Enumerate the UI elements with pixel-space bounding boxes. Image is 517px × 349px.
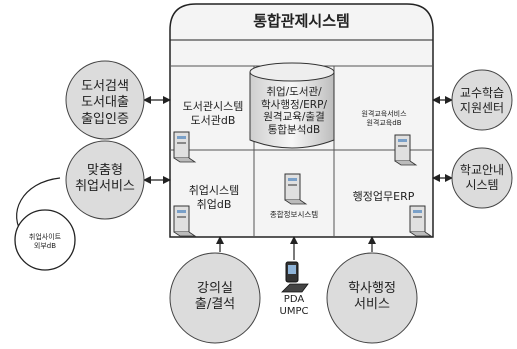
system-title: 통합관제시스템: [253, 12, 350, 30]
device-label: PDA UMPC: [279, 294, 309, 317]
node-school-guide: [451, 147, 513, 209]
server-icon-remote: [394, 134, 418, 166]
cell-remote-label: 원격교육서비스 원격교육dB: [361, 110, 407, 127]
cell-center-db-label: 취업/도서관/ 학사행정/ERP/ 원격교육/출결 통합분석dB: [261, 86, 327, 136]
cell-job-label: 취업시스템 취업dB: [188, 184, 240, 211]
cell-erp-label: 행정업무ERP: [352, 190, 415, 203]
node-job-service-label: 맞춤형 취업서비스: [75, 163, 135, 195]
cell-info-label: 종합정보시스템: [269, 210, 319, 219]
node-attendance-label: 강의실 출/결석: [194, 281, 236, 313]
node-job-service: [65, 140, 145, 220]
cell-library-label: 도서관시스템 도서관dB: [182, 100, 244, 127]
node-library-services: [65, 60, 145, 140]
node-library-services-label: 도서검색 도서대출 출입인증: [81, 79, 129, 127]
server-icon-info: [284, 173, 308, 205]
node-academic-label: 학사행정 서비스: [348, 281, 396, 313]
server-icon-job: [173, 205, 197, 237]
node-attendance: [169, 252, 261, 344]
pda-device-icon: [281, 261, 309, 293]
server-icon-erp: [409, 205, 433, 237]
node-professor-label: 교수학습 지원센터: [459, 86, 505, 115]
node-academic: [326, 252, 418, 344]
node-external-db: [14, 209, 76, 271]
node-external-db-label: 취업사이트 외부dB: [28, 233, 62, 250]
node-professor: [451, 69, 513, 131]
server-icon-library: [173, 131, 197, 163]
database-icon: [249, 62, 335, 149]
node-school-guide-label: 학교안내 시스템: [459, 163, 505, 192]
